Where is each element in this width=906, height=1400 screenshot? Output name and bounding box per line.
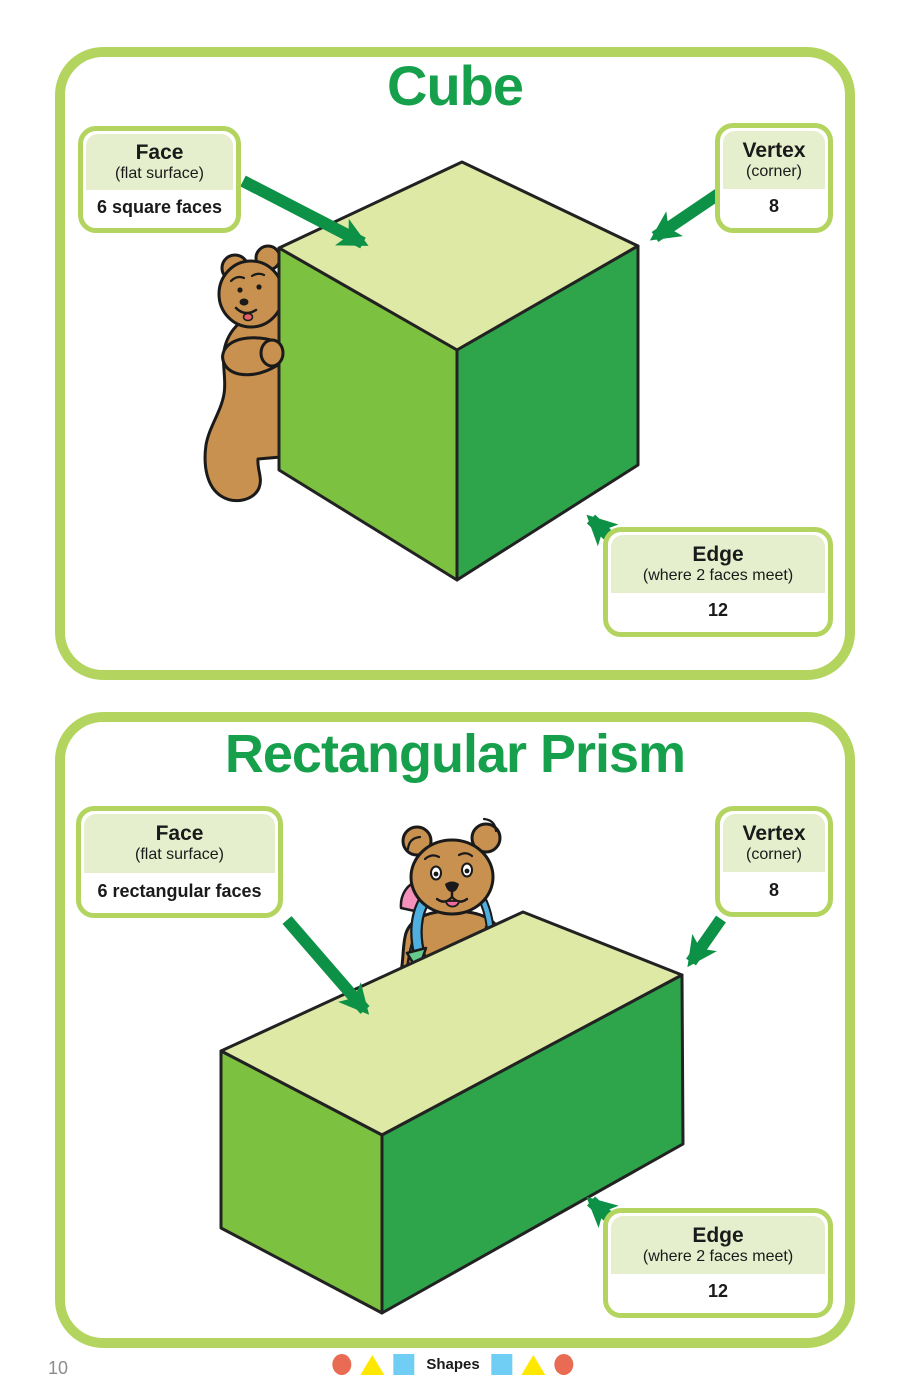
bear-eyebrow — [423, 854, 441, 861]
face-label: Face — [135, 140, 184, 164]
bear-tongue — [242, 312, 254, 322]
vertex-callout: Vertex (corner) 8 — [715, 123, 833, 233]
panel-title: Cube — [387, 54, 524, 117]
yellow-triangle-icon — [521, 1354, 546, 1375]
vertex-arrow — [649, 188, 724, 242]
bear-nose — [239, 298, 249, 306]
face-callout: Face (flat surface) 6 square faces — [78, 126, 241, 233]
edge-sublabel: (where 2 faces meet) — [642, 566, 794, 584]
face-sublabel: (flat surface) — [115, 164, 204, 182]
rectangular-prism-illustration — [219, 817, 726, 1315]
blue-square-icon — [491, 1354, 513, 1375]
bear-eyebrow — [457, 852, 474, 858]
cube-right-face — [455, 244, 640, 582]
bear-pupil — [464, 868, 470, 874]
bear-inner-ear — [482, 817, 498, 833]
bear-pupil — [433, 871, 439, 877]
page-footer: 10 Shapes — [0, 1352, 906, 1388]
teddy-bear — [203, 244, 285, 503]
blue-square-icon — [393, 1354, 415, 1375]
vertex-callout: Vertex (corner) 8 — [715, 806, 833, 917]
face-label: Face — [155, 822, 204, 846]
bear-mouth — [234, 306, 258, 315]
bear-eyebrow — [250, 272, 266, 278]
vertex-label: Vertex — [742, 138, 806, 162]
vertex-value: 8 — [723, 872, 825, 909]
page-number: 10 — [48, 1358, 69, 1378]
footer-shape-row: Shapes — [332, 1354, 574, 1375]
cube-panel: Cube Face (flat surface) 6 square faces … — [55, 47, 855, 680]
edge-label: Edge — [692, 542, 744, 566]
edge-value: 12 — [611, 592, 825, 629]
face-arrow — [282, 916, 370, 1015]
face-arrow — [240, 175, 369, 249]
red-circle-icon — [332, 1354, 352, 1375]
bear-eyebrow — [229, 275, 246, 283]
edge-label: Edge — [692, 1223, 744, 1247]
footer-label: Shapes — [426, 1356, 480, 1373]
bear-head — [409, 838, 495, 916]
panel-title: Rectangular Prism — [224, 724, 686, 784]
yellow-triangle-icon — [360, 1354, 385, 1375]
rectangular-prism-panel: Rectangular Prism Face (flat surface) 6 … — [55, 712, 855, 1348]
red-circle-icon — [554, 1354, 574, 1375]
edge-value: 12 — [611, 1273, 825, 1310]
prism-right-face — [380, 973, 685, 1315]
bear-eye — [256, 284, 262, 290]
vertex-arrow — [686, 915, 726, 968]
face-value: 6 rectangular faces — [84, 873, 275, 910]
face-sublabel: (flat surface) — [135, 846, 224, 864]
bear-ear — [401, 825, 433, 857]
bear-mouth — [435, 895, 454, 903]
bear-tongue — [445, 900, 460, 908]
vertex-sublabel: (corner) — [745, 162, 802, 180]
face-callout: Face (flat surface) 6 rectangular faces — [76, 806, 283, 918]
edge-callout: Edge (where 2 faces meet) 12 — [603, 1208, 833, 1318]
edge-callout: Edge (where 2 faces meet) 12 — [603, 527, 833, 637]
bear-ear — [470, 822, 502, 854]
vertex-label: Vertex — [742, 821, 806, 845]
face-value: 6 square faces — [86, 190, 233, 225]
vertex-sublabel: (corner) — [745, 846, 802, 864]
bear-paw — [259, 338, 285, 368]
vertex-value: 8 — [723, 188, 825, 225]
bear-inner-ear — [406, 835, 422, 851]
bear-nose — [445, 881, 459, 892]
cube-illustration — [203, 160, 724, 582]
edge-sublabel: (where 2 faces meet) — [642, 1247, 794, 1265]
bear-eye — [237, 287, 243, 293]
